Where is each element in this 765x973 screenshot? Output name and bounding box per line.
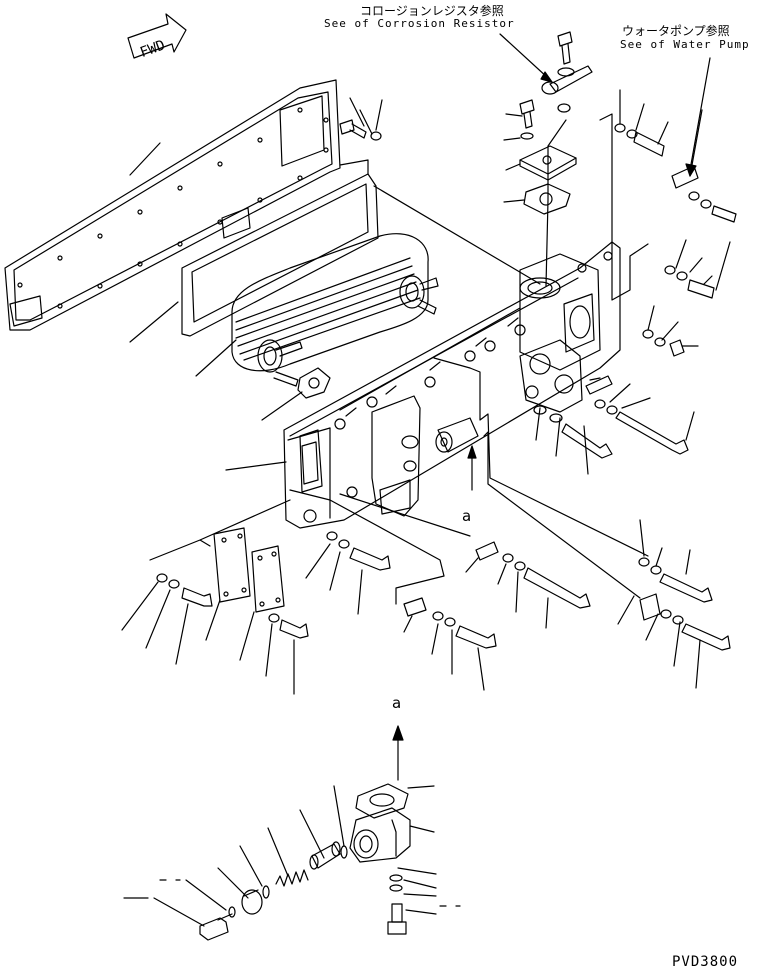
water-pump-fitting <box>671 165 737 223</box>
oil-cooler-element <box>231 233 439 387</box>
washer-small <box>557 103 571 113</box>
leader-gasket <box>129 142 161 176</box>
water-pump-label-en: See of Water Pump <box>620 38 750 51</box>
ref-line-diag <box>373 185 541 285</box>
arrow-head-corrosion <box>540 71 553 83</box>
leaders-top-left <box>503 113 525 203</box>
leader-frame <box>129 301 179 343</box>
arrow-head-water-pump <box>685 163 697 177</box>
leader-plate-line <box>545 119 567 287</box>
right-nut <box>642 329 685 357</box>
long-bolt-upper <box>615 411 689 455</box>
side-cover-a <box>213 527 251 603</box>
right-bolt-a <box>614 123 665 157</box>
leader-element <box>195 339 237 377</box>
detail-oring <box>340 845 348 859</box>
right-bolt-b <box>664 265 715 299</box>
dash-marks <box>123 879 461 907</box>
leaders-right <box>535 89 731 689</box>
detail-bolt-left <box>199 913 233 941</box>
ref-line-mid <box>433 357 471 369</box>
arrow-head-a-detail <box>392 725 404 741</box>
ref-line-lower-2 <box>339 493 471 537</box>
valve-body <box>519 339 583 413</box>
detail-oring-2 <box>262 885 270 899</box>
view-letter-detail: a <box>392 694 402 712</box>
ref-line-right-1 <box>599 113 649 301</box>
lower-plate-b <box>403 597 497 649</box>
left-bolt-b <box>268 613 309 639</box>
gasket-large <box>4 79 341 331</box>
corrosion-resistor-label-en: See of Corrosion Resistor <box>324 17 515 30</box>
detail-housing <box>349 807 411 863</box>
leader-water-pump <box>689 57 711 171</box>
upper-bolt <box>339 119 382 141</box>
detail-spring <box>275 869 309 887</box>
corrosion-resistor-label-jp: コロージョンレジスタ参照 <box>360 4 504 18</box>
leaders-upper-mid <box>349 97 383 135</box>
leaders-detail <box>153 785 437 927</box>
side-cover-b <box>251 545 285 613</box>
water-pump-label-jp: ウォータポンプ参照 <box>622 24 730 38</box>
ref-line-diag-2 <box>469 367 649 557</box>
detail-washer <box>228 906 236 918</box>
top-gasket <box>523 183 571 215</box>
leader-corrosion <box>499 33 549 79</box>
drawing-code: PVD3800 <box>672 954 739 970</box>
element-gasket <box>297 367 331 399</box>
leaders-lower <box>121 543 549 695</box>
lower-plate-a <box>475 541 591 609</box>
cooler-case <box>283 241 621 529</box>
detail-sleeve <box>309 841 341 870</box>
detail-washers-bottom <box>389 874 403 892</box>
detail-gasket <box>355 783 409 819</box>
left-bolt-a <box>156 573 213 607</box>
ref-line-lower <box>289 489 445 605</box>
right-plate-small <box>585 375 618 415</box>
detail-plug <box>241 889 263 915</box>
bolt-mid <box>533 405 613 459</box>
ref-line-diag-3 <box>483 431 641 599</box>
long-bolt-right <box>638 557 713 603</box>
thermostat <box>435 417 479 453</box>
fwd-arrow-icon <box>127 13 187 59</box>
view-letter-main: a <box>462 507 472 525</box>
leader-case <box>225 461 287 471</box>
leader-element-gasket <box>261 391 303 421</box>
cooler-frame <box>181 159 379 337</box>
top-bolt-2 <box>519 99 535 140</box>
arrow-head-a-upper <box>467 445 477 459</box>
lower-bolt-b <box>326 531 391 571</box>
top-bolt-1 <box>557 31 575 77</box>
long-bolt-right-lower <box>639 593 731 651</box>
detail-bolt-bottom <box>387 903 407 935</box>
ref-line-left <box>149 499 291 561</box>
